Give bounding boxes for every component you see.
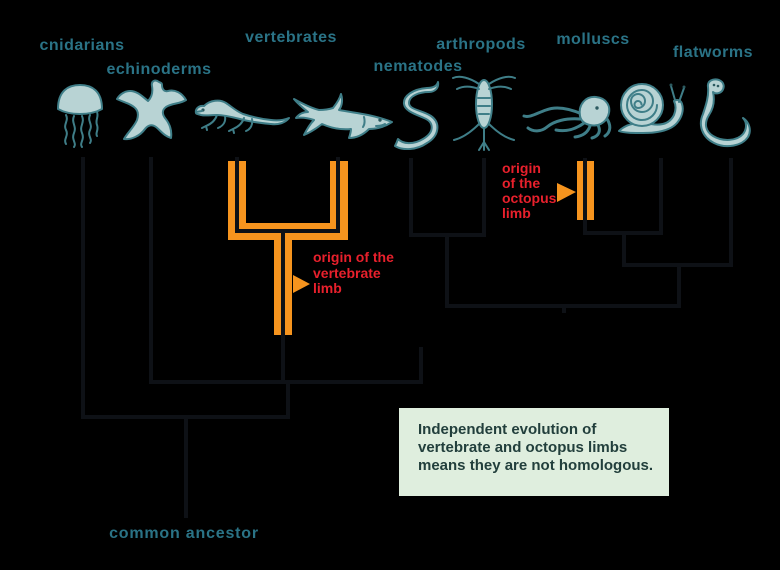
annotation-arrow-icon	[557, 183, 576, 202]
annotation-arrow-icon	[293, 275, 310, 293]
annotation-line: origin of the	[313, 249, 394, 265]
snail-icon	[618, 83, 686, 134]
note-line: vertebrate and octopus limbs	[418, 439, 628, 456]
annotation-vertebrate-limb: origin of the vertebrate limb	[313, 249, 394, 297]
label-echinoderms: echinoderms	[106, 61, 212, 78]
label-flatworms: flatworms	[672, 44, 754, 61]
copepod-icon	[452, 75, 516, 151]
label-nematodes: nematodes	[373, 58, 463, 75]
note-line: means they are not homologous.	[418, 457, 654, 474]
annotation-line: vertebrate	[313, 264, 381, 281]
shark-icon	[293, 93, 393, 139]
annotation-line: origin	[502, 160, 541, 176]
annotation-line: of the	[502, 175, 541, 191]
annotation-line: limb	[502, 205, 531, 221]
annotation-line: limb	[313, 280, 342, 296]
note-box: Independent evolution of vertebrate and …	[399, 408, 669, 496]
label-common-ancestor: common ancestor	[109, 525, 259, 542]
nematode-worm-icon	[394, 81, 440, 150]
label-cnidarians: cnidarians	[39, 37, 125, 54]
salamander-icon	[194, 99, 290, 134]
annotation-line: octopus	[502, 190, 557, 206]
label-molluscs: molluscs	[556, 31, 630, 48]
octopus-icon	[522, 95, 612, 140]
annotation-octopus-limb: origin of the octopus limb	[502, 161, 556, 221]
note-line: Independent evolution of	[418, 421, 597, 438]
label-arthropods: arthropods	[436, 36, 526, 53]
jellyfish-icon	[57, 84, 103, 148]
label-vertebrates: vertebrates	[245, 29, 337, 46]
flatworm-icon	[699, 78, 751, 148]
starfish-icon	[116, 79, 187, 141]
